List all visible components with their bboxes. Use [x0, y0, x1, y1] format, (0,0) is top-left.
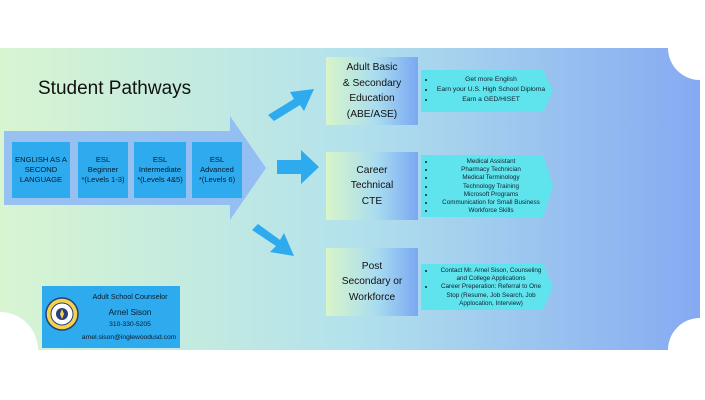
counselor-phone: 310-330-5205 [109, 321, 151, 328]
bullet-item: Contact Mr. Arnel Sison, Counseling and … [435, 267, 547, 283]
arrow-to-abe-ase [268, 89, 314, 121]
page-title: Student Pathways [38, 78, 192, 99]
bullet-item: Earn your U.S. High School Diploma [435, 85, 547, 95]
bullet-item: Career Preperation: Referral to One Stop… [435, 283, 547, 308]
counselor-role: Adult School Counselor [92, 292, 168, 301]
bullet-list-abe-ase: Get more English Earn your U.S. High Sch… [425, 75, 547, 105]
bullet-list-cte: Medical Assistant Pharmacy Technician Me… [425, 158, 547, 215]
bullet-item: Microsoft Programs [435, 191, 547, 199]
bullet-item: Workforce Skills [435, 207, 547, 215]
bullet-item: Pharmacy Technician [435, 166, 547, 174]
bullet-item: Communication for Small Business [435, 199, 547, 207]
bullet-item: Technology Training [435, 183, 547, 191]
esl-step-intermediate: ESL Intermediate *(Levels 4&5) [134, 142, 186, 198]
bullet-item: Medical Terminology [435, 174, 547, 182]
counselor-name: Arnel Sison [108, 307, 152, 317]
esl-step-english-second-language: ENGLISH AS A SECOND LANGUAGE [12, 142, 70, 198]
bullet-callout-abe-ase [421, 70, 553, 112]
pathway-box-abe-ase: Adult Basic & Secondary Education (ABE/A… [326, 57, 418, 125]
bullet-item: Get more English [435, 75, 547, 85]
bullet-item: Earn a GED/HISET [435, 95, 547, 105]
counselor-email[interactable]: arnel.sison@inglewoodusd.com [81, 334, 177, 341]
pathway-box-post-secondary: Post Secondary or Workforce [326, 248, 418, 316]
bullet-list-post-secondary: Contact Mr. Arnel Sison, Counseling and … [425, 267, 547, 308]
bullet-item: Medical Assistant [435, 158, 547, 166]
bullet-callout-post-secondary [421, 264, 553, 310]
esl-step-advanced: ESL Advanced *(Levels 6) [192, 142, 242, 198]
arrow-to-cte [277, 150, 319, 184]
esl-step-beginner: ESL Beginner *(Levels 1-3) [78, 142, 128, 198]
pathway-box-cte: Career Technical CTE [326, 152, 418, 220]
arrow-to-post-secondary [252, 224, 294, 256]
bullet-callout-cte [421, 155, 553, 217]
school-seal-icon [45, 297, 79, 331]
